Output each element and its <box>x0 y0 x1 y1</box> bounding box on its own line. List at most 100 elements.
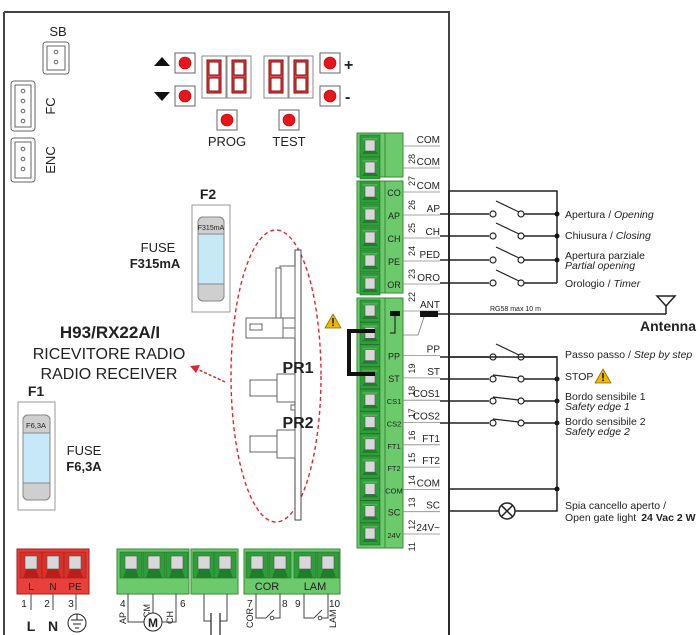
terminal-screw[interactable] <box>359 455 381 479</box>
terminal-screw[interactable] <box>359 203 381 227</box>
terminal-screw[interactable] <box>359 433 381 457</box>
terminal-screw[interactable] <box>359 477 381 501</box>
terminal-pin-label: FT1 <box>387 442 400 451</box>
enc-connector: ENC <box>10 137 58 183</box>
terminal-signal-label: ST <box>427 367 440 378</box>
sb-connector: SB <box>42 24 70 75</box>
motor-ap-label: AP <box>118 612 128 624</box>
terminal-screw[interactable] <box>359 500 381 524</box>
terminal-signal-label: COM <box>417 478 440 489</box>
terminal-number: 14 <box>407 475 417 485</box>
terminal-screw[interactable] <box>359 272 381 296</box>
terminal-signal-label: PP <box>427 345 441 356</box>
fuse-f2: F2 F315mA FUSE F315mA <box>130 186 231 313</box>
terminal-pin-label: CS1 <box>387 397 402 406</box>
gate-light-label: Spia cancello aperto / <box>565 500 666 512</box>
terminal-screw[interactable] <box>359 388 381 412</box>
terminal-pin-label: AP <box>388 211 400 221</box>
plus-button[interactable] <box>319 52 341 74</box>
seven-segment-display <box>200 54 315 100</box>
terminal-signal-label: FT1 <box>422 434 440 445</box>
stop-label: STOP <box>565 371 593 383</box>
stop-warning-icon <box>594 368 612 384</box>
terminal-signal-label: COM <box>417 181 440 192</box>
terminal-number: 28 <box>407 154 417 164</box>
up-button[interactable] <box>174 52 196 74</box>
contact-switch <box>440 222 560 240</box>
terminal-signal-label: AP <box>427 204 441 215</box>
sb-label: SB <box>49 24 66 39</box>
terminal-signal-label: COS1 <box>413 389 441 400</box>
terminal-num-10: 10 <box>329 599 341 610</box>
terminal-pin-label: 24V <box>387 531 400 540</box>
contact-switch <box>440 200 560 218</box>
terminal-number: 26 <box>407 200 417 210</box>
terminal-screw[interactable] <box>359 321 381 345</box>
down-arrow-icon <box>154 92 170 101</box>
terminal-num-1: 1 <box>21 599 27 610</box>
terminal-row: AP AP 25 <box>359 203 441 233</box>
terminal-screw[interactable] <box>359 366 381 390</box>
terminal-screw[interactable] <box>359 180 381 204</box>
terminal-screw[interactable] <box>359 522 381 546</box>
down-button[interactable] <box>174 85 196 107</box>
plus-label: + <box>344 57 353 74</box>
terminal-screw[interactable] <box>359 344 381 368</box>
antenna-cable-label: RG58 max 10 m <box>490 306 541 313</box>
terminal-pin-label: PE <box>388 257 400 267</box>
terminal-number: 13 <box>407 497 417 507</box>
partial-label: Apertura parziale <box>565 250 645 262</box>
terminal-signal-label: PED <box>419 250 440 261</box>
cor-side-label: COR <box>245 608 255 629</box>
closing-label: Chiusura / Closing <box>565 230 651 242</box>
jumper-wire[interactable] <box>347 329 375 376</box>
terminal-signal-label: CH <box>426 227 440 238</box>
minus-button[interactable] <box>319 85 341 107</box>
terminal-signal-label: COM <box>417 157 440 168</box>
edge2-label-en: Safety edge 2 <box>565 426 630 438</box>
pr1-trimmer: PR1 <box>282 360 313 377</box>
terminal-number: 25 <box>407 223 417 233</box>
terminal-screw[interactable] <box>359 226 381 250</box>
terminal-number: 17 <box>407 408 417 418</box>
receiver-module: PR1 PR2 <box>245 249 314 521</box>
terminal-number: 27 <box>407 176 417 186</box>
terminal-pin-label: COM <box>385 486 403 495</box>
terminal-signal-label: FT2 <box>422 456 440 467</box>
test-label: TEST <box>272 134 305 149</box>
terminal-screw[interactable] <box>359 249 381 273</box>
fuse-f2-title: F2 <box>200 186 217 202</box>
fuse-f1-title: F1 <box>28 383 45 399</box>
up-arrow-icon <box>154 57 170 66</box>
warning-icon <box>324 313 342 329</box>
terminal-num-9: 9 <box>295 599 301 610</box>
terminal-number: 11 <box>407 542 417 551</box>
test-button[interactable] <box>278 109 300 131</box>
receiver-arrow <box>194 367 226 383</box>
terminal-pin-label: FT2 <box>387 464 400 473</box>
terminal-row <box>359 321 381 345</box>
terminal-number: 16 <box>407 431 417 441</box>
step-label: Passo passo / Step by step <box>565 349 692 361</box>
terminal-signal-label: COM <box>417 135 440 146</box>
terminal-pin-label: SC <box>388 508 401 518</box>
terminal-number: 22 <box>407 292 417 302</box>
terminal-number: 18 <box>407 386 417 396</box>
lam-side-label: LAM <box>328 609 338 628</box>
terminal-screw[interactable] <box>359 299 381 323</box>
terminal-number: 12 <box>407 520 417 530</box>
terminal-signal-label: COS2 <box>413 412 441 423</box>
terminal-row: CS1 COS1 17 <box>359 388 441 418</box>
power-pin-pe: PE <box>68 582 82 593</box>
terminal-screw[interactable] <box>359 134 381 158</box>
prog-button[interactable] <box>216 109 238 131</box>
fc-connector: FC <box>10 80 58 132</box>
terminal-screw[interactable] <box>359 156 381 180</box>
terminal-screw[interactable] <box>359 411 381 434</box>
